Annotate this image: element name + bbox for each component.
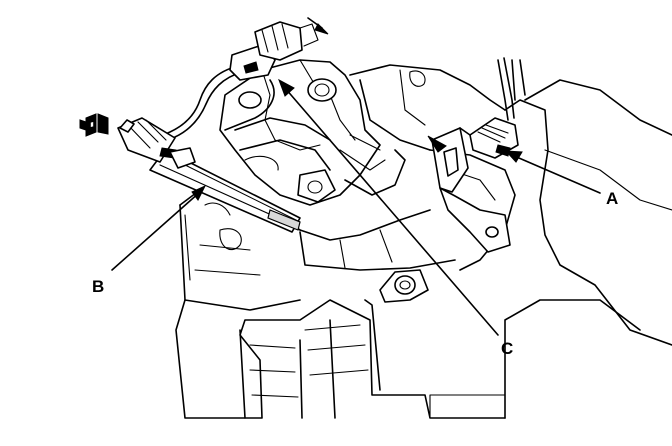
callout-label-b: B [92,277,104,296]
bracket [427,127,511,253]
wire-harness [151,65,275,146]
central-mounting-unit [219,59,406,206]
sensor-assembly-b [117,117,301,233]
leader-lines [111,78,601,336]
connector-a [469,57,519,159]
top-connector [229,17,329,81]
body-panel-structure [175,59,672,419]
callout-label-a: A [606,189,618,208]
callout-label-c: C [501,339,513,358]
front-direction-icon [79,113,109,137]
grommet [379,269,429,303]
